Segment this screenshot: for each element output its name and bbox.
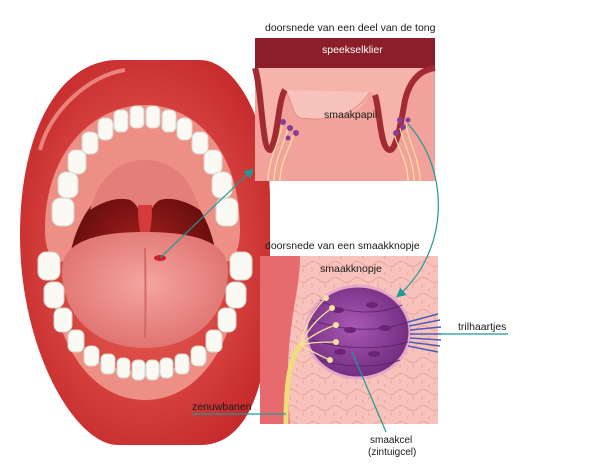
open-mouth-illustration: [20, 60, 270, 445]
taste-cell-sublabel: (zintuigcel): [368, 447, 416, 458]
taste-cell-label: smaakcel: [370, 435, 412, 446]
cilia-label: trilhaartjes: [458, 321, 506, 333]
soft-palate: [90, 160, 200, 232]
nerve-pathways-label: zenuwbanen: [192, 401, 252, 413]
uvula: [138, 205, 152, 240]
nerve-pathway-fiber: [283, 343, 303, 425]
cilia-bundle: [407, 313, 442, 353]
salivary-gland-region: [255, 38, 435, 68]
taste-bud-section-title: doorsnede van een smaakknopje: [265, 240, 420, 252]
taste-bud-label: smaakknopje: [320, 263, 382, 275]
callout-pointers: [159, 123, 508, 433]
taste-papilla-label: smaakpapil: [324, 109, 377, 121]
lower-teeth: [37, 251, 253, 381]
upper-teeth: [51, 105, 239, 227]
taste-bud-body: [304, 284, 412, 380]
salivary-gland-label: speekselklier: [322, 44, 383, 56]
taste-buds-in-papilla: [280, 117, 411, 141]
tongue-section-title: doorsnede van een deel van de tong: [265, 22, 436, 34]
lower-gum: [50, 280, 240, 400]
tongue-section-panel: doorsnede van een deel van de tong speek…: [252, 22, 436, 182]
taste-bud-section-panel: doorsnede van een smaakknopje: [260, 240, 442, 425]
